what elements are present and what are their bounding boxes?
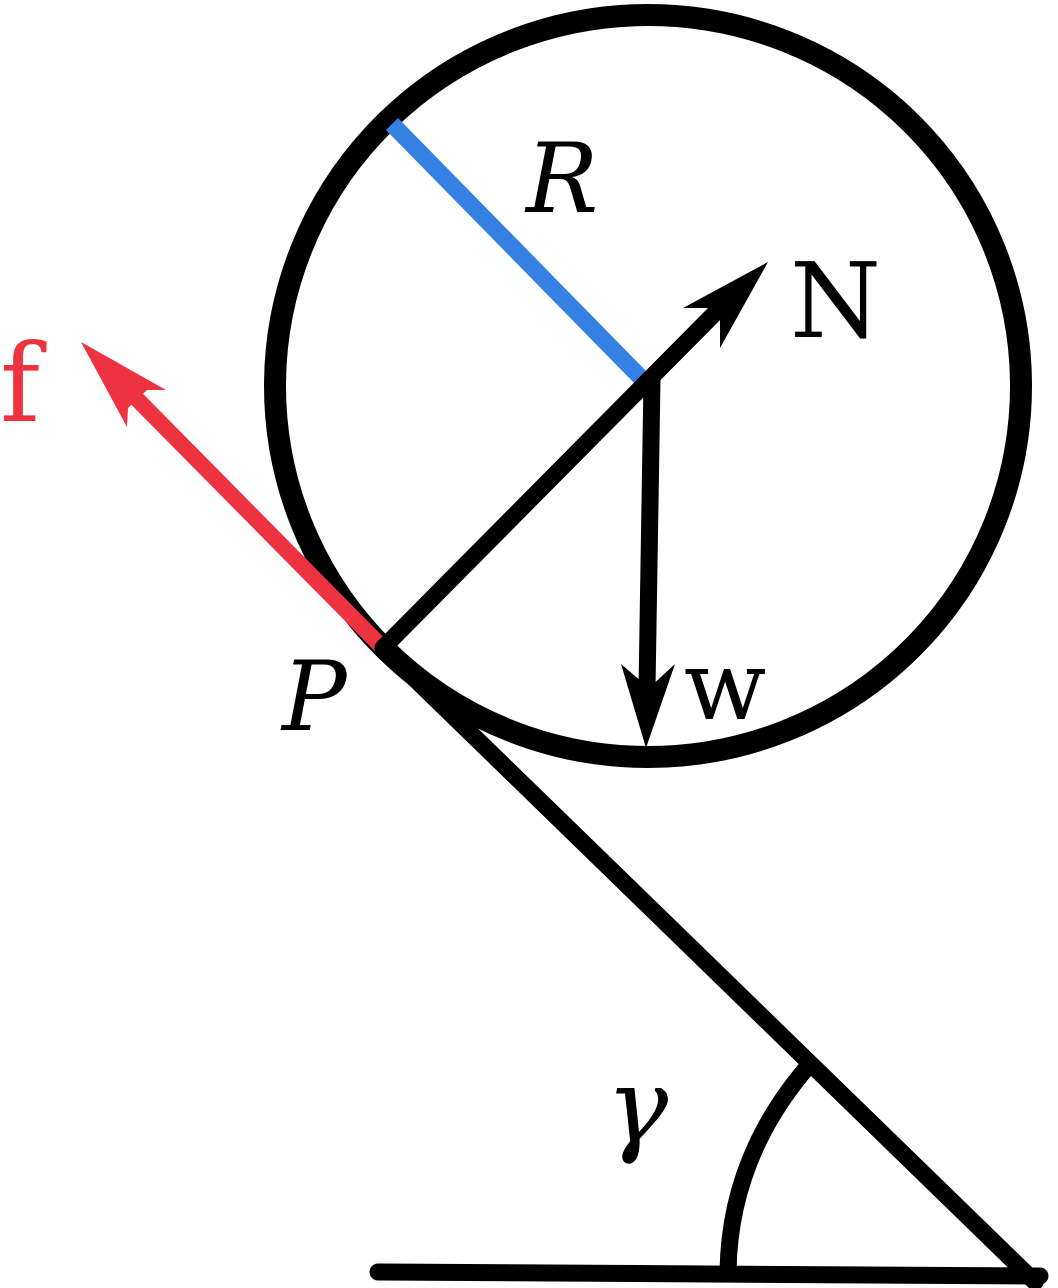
angle-arc xyxy=(719,1058,817,1277)
contact-point-label: P xyxy=(280,641,348,753)
wheel-circle xyxy=(264,4,1032,768)
normal-force-label: N xyxy=(790,240,881,362)
radius-line xyxy=(385,118,650,386)
friction-arrow-head xyxy=(81,342,166,427)
weight-arrow-head xyxy=(621,664,675,748)
ground-line xyxy=(369,1263,1049,1285)
incline-line xyxy=(374,639,1044,1288)
weight-label: w xyxy=(684,630,766,742)
incline-angle-label: γ xyxy=(606,1045,669,1167)
friction-arrow-shaft xyxy=(122,384,391,656)
friction-force-label: f xyxy=(0,322,47,447)
normal-force-arrow-shaft xyxy=(374,299,729,657)
normal-force-arrow-head xyxy=(683,262,768,348)
weight-arrow-shaft xyxy=(638,379,661,689)
radius-label: R xyxy=(524,123,598,235)
